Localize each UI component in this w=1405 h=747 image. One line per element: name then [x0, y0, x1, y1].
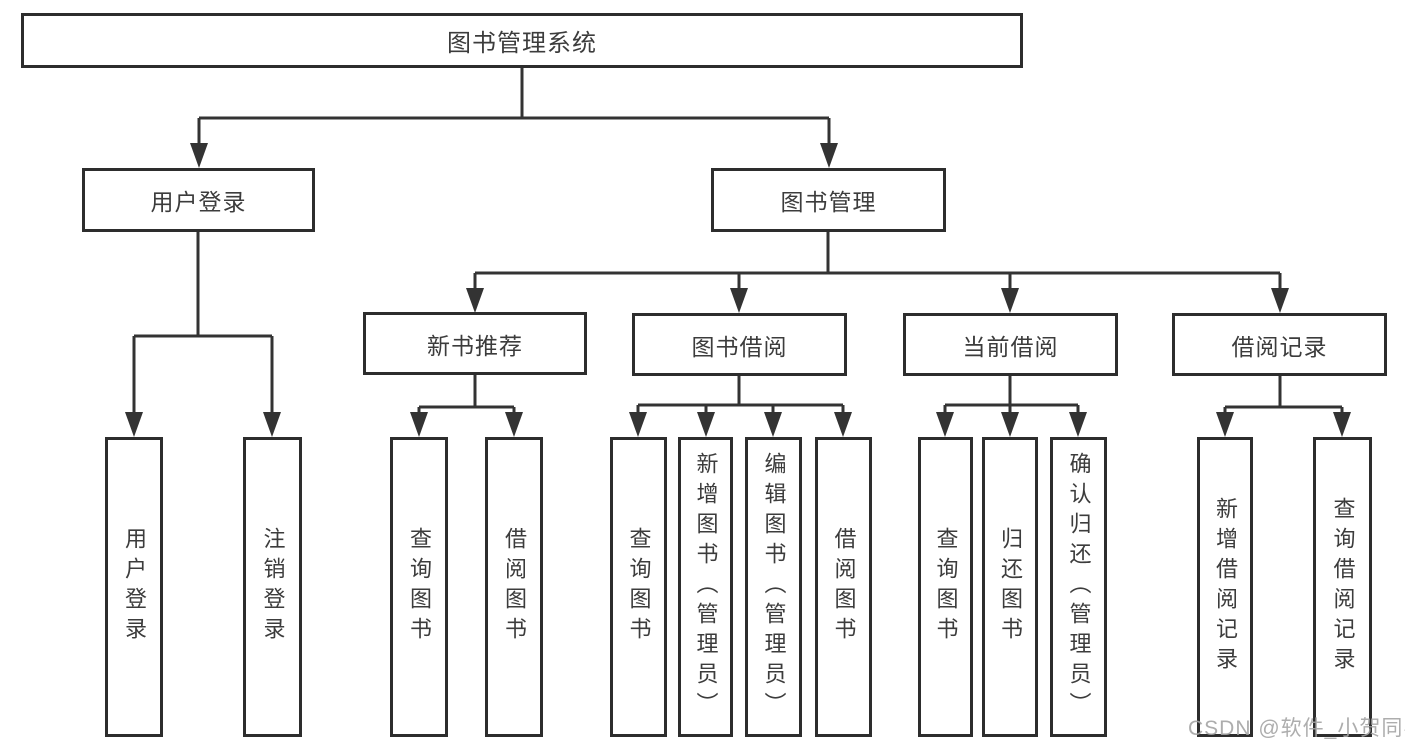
arrowhead: [1271, 288, 1289, 313]
leaf-add-borrow-record-label: 新增借阅记录: [1213, 497, 1238, 677]
arrowhead: [190, 143, 208, 168]
leaf-return-books: 归还图书: [982, 437, 1038, 737]
leaf-query-books-2-label: 查询图书: [626, 527, 652, 647]
leaf-logout: 注销登录: [243, 437, 302, 737]
node-new-book-recommendation-label: 新书推荐: [427, 332, 523, 359]
node-current-borrowing: 当前借阅: [903, 313, 1118, 376]
arrowhead: [505, 412, 523, 437]
leaf-user-login: 用户登录: [105, 437, 163, 737]
node-book-borrowing-label: 图书借阅: [691, 333, 788, 360]
leaf-edit-books-admin-label: 编辑图书（管理员）: [761, 452, 787, 722]
node-user-login: 用户登录: [82, 168, 315, 232]
leaf-query-books-1-label: 查询图书: [407, 527, 432, 647]
leaf-borrow-books-2: 借阅图书: [815, 437, 872, 737]
leaf-return-books-label: 归还图书: [998, 527, 1023, 647]
node-borrowing-records-label: 借阅记录: [1231, 333, 1328, 360]
arrowhead: [820, 143, 838, 168]
node-root: 图书管理系统: [21, 13, 1023, 68]
arrowhead: [834, 412, 852, 437]
leaf-query-books-3: 查询图书: [918, 437, 973, 737]
leaf-query-borrow-record: 查询借阅记录: [1313, 437, 1372, 737]
arrowhead: [125, 412, 143, 437]
leaf-query-borrow-record-label: 查询借阅记录: [1330, 497, 1356, 677]
node-user-login-label: 用户登录: [150, 189, 247, 215]
leaf-confirm-return-admin-label: 确认归还（管理员）: [1066, 452, 1092, 722]
csdn-watermark: CSDN @软件_小贺同学: [1188, 717, 1405, 740]
leaf-edit-books-admin: 编辑图书（管理员）: [745, 437, 802, 737]
node-book-management-label: 图书管理: [780, 189, 877, 215]
arrowhead: [1216, 412, 1234, 437]
arrowhead: [697, 412, 715, 437]
leaf-borrow-books-1-label: 借阅图书: [502, 527, 527, 647]
leaf-add-borrow-record: 新增借阅记录: [1197, 437, 1253, 737]
leaf-query-books-1: 查询图书: [390, 437, 448, 737]
leaf-borrow-books-1: 借阅图书: [485, 437, 543, 737]
leaf-user-login-label: 用户登录: [122, 527, 147, 647]
node-new-book-recommendation: 新书推荐: [363, 312, 587, 375]
arrowhead: [410, 412, 428, 437]
arrowhead: [1001, 288, 1019, 313]
leaf-add-books-admin-label: 新增图书（管理员）: [693, 452, 719, 722]
leaf-query-books-3-label: 查询图书: [933, 527, 959, 647]
arrowhead: [1069, 412, 1087, 437]
node-root-label: 图书管理系统: [447, 30, 597, 57]
arrowhead: [1001, 412, 1019, 437]
arrowheads: [125, 143, 1351, 437]
arrowhead: [936, 412, 954, 437]
leaf-confirm-return-admin: 确认归还（管理员）: [1050, 437, 1107, 737]
leaf-logout-label: 注销登录: [260, 527, 286, 647]
arrowhead: [1333, 412, 1351, 437]
arrowhead: [764, 412, 782, 437]
arrowhead: [629, 412, 647, 437]
leaf-add-books-admin: 新增图书（管理员）: [678, 437, 733, 737]
node-borrowing-records: 借阅记录: [1172, 313, 1387, 376]
leaf-query-books-2: 查询图书: [610, 437, 667, 737]
node-book-management: 图书管理: [711, 168, 946, 232]
leaf-borrow-books-2-label: 借阅图书: [831, 527, 857, 647]
arrowhead: [730, 288, 748, 313]
node-book-borrowing: 图书借阅: [632, 313, 847, 376]
arrowhead: [263, 412, 281, 437]
arrowhead: [466, 288, 484, 313]
node-current-borrowing-label: 当前借阅: [962, 333, 1059, 360]
connector-lines: [132, 68, 1344, 414]
